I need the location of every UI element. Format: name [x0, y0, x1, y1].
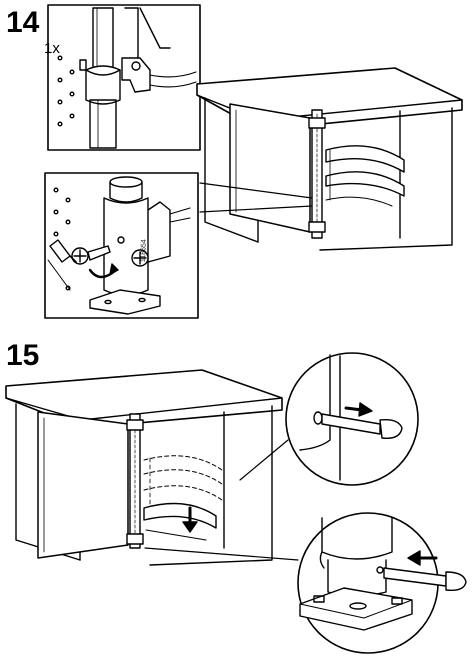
step-14-number: 14 [6, 6, 40, 39]
left-arrow-icon [407, 550, 438, 566]
step14-callout-lines [199, 182, 313, 213]
pin-icon [321, 413, 403, 439]
screwdriver-icon [47, 239, 77, 291]
screw-icon [131, 249, 149, 267]
screw-icon [71, 245, 111, 265]
down-arrow-icon [182, 506, 198, 533]
step14-detail-bottom [44, 172, 199, 319]
step-15-number: 15 [6, 339, 40, 372]
step14-detail-top [47, 4, 201, 151]
right-arrow-icon [344, 402, 373, 417]
step15-detail-top [239, 352, 419, 486]
pin-icon [383, 567, 467, 592]
step14-cabinet [196, 67, 463, 251]
step15-detail-bottom [144, 512, 467, 654]
part-code-label: 118654 [140, 239, 148, 263]
step15-cabinet [5, 369, 283, 566]
